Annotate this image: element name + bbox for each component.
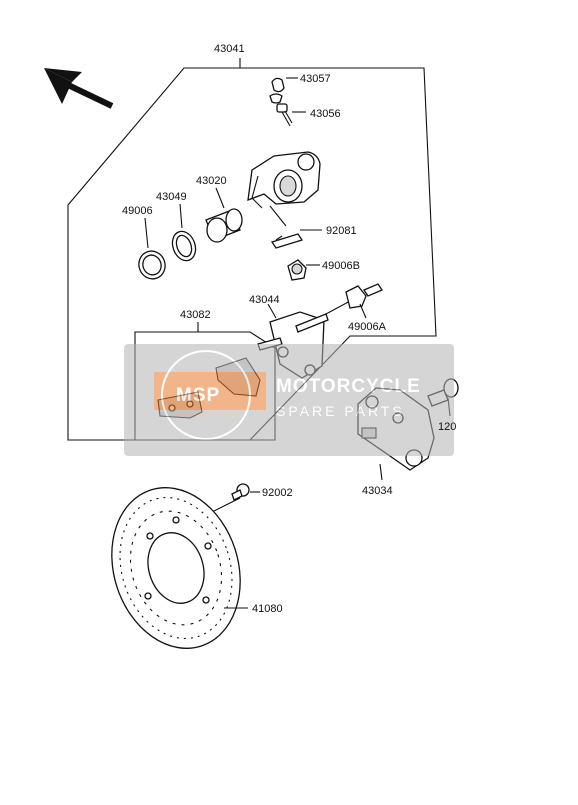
label-boot-b: 49006B — [322, 260, 360, 272]
label-disc: 41080 — [252, 603, 283, 615]
dust-seal — [171, 230, 197, 262]
piston — [205, 208, 243, 243]
pad-spring — [270, 233, 304, 249]
label-boot-a: 49006A — [348, 321, 387, 333]
label-bleeder-valve: 43056 — [310, 108, 341, 120]
boot-b — [287, 259, 307, 281]
piston-seal — [138, 250, 166, 280]
label-pad-spring: 92081 — [326, 225, 357, 237]
label-bolt: 120 — [438, 421, 456, 433]
label-caliper-assy: 43041 — [214, 43, 245, 55]
watermark-logo-text: MSP — [176, 385, 220, 406]
caliper-body — [247, 151, 321, 227]
watermark-line2: SPARE PARTS — [276, 403, 405, 419]
label-disc-bolt: 92002 — [262, 487, 293, 499]
bleeder-valve — [276, 103, 293, 127]
label-dust-seal: 43049 — [156, 191, 187, 203]
boot-a — [345, 283, 383, 309]
label-pad-set: 43082 — [180, 309, 211, 321]
label-bleeder-cap: 43057 — [300, 73, 331, 85]
label-piston-seal: 49006 — [122, 205, 153, 217]
watermark-globe-icon — [161, 350, 251, 440]
label-bracket: 43034 — [362, 485, 393, 497]
bleeder-cap — [269, 77, 285, 104]
watermark-line1: MOTORCYCLE — [276, 376, 421, 397]
brake-disc — [111, 487, 241, 649]
watermark: MSP MOTORCYCLE SPARE PARTS — [124, 344, 454, 456]
label-holder: 43044 — [249, 294, 280, 306]
front-direction-arrow-icon — [44, 68, 114, 109]
label-piston: 43020 — [196, 175, 227, 187]
disc-bolt — [231, 483, 250, 501]
